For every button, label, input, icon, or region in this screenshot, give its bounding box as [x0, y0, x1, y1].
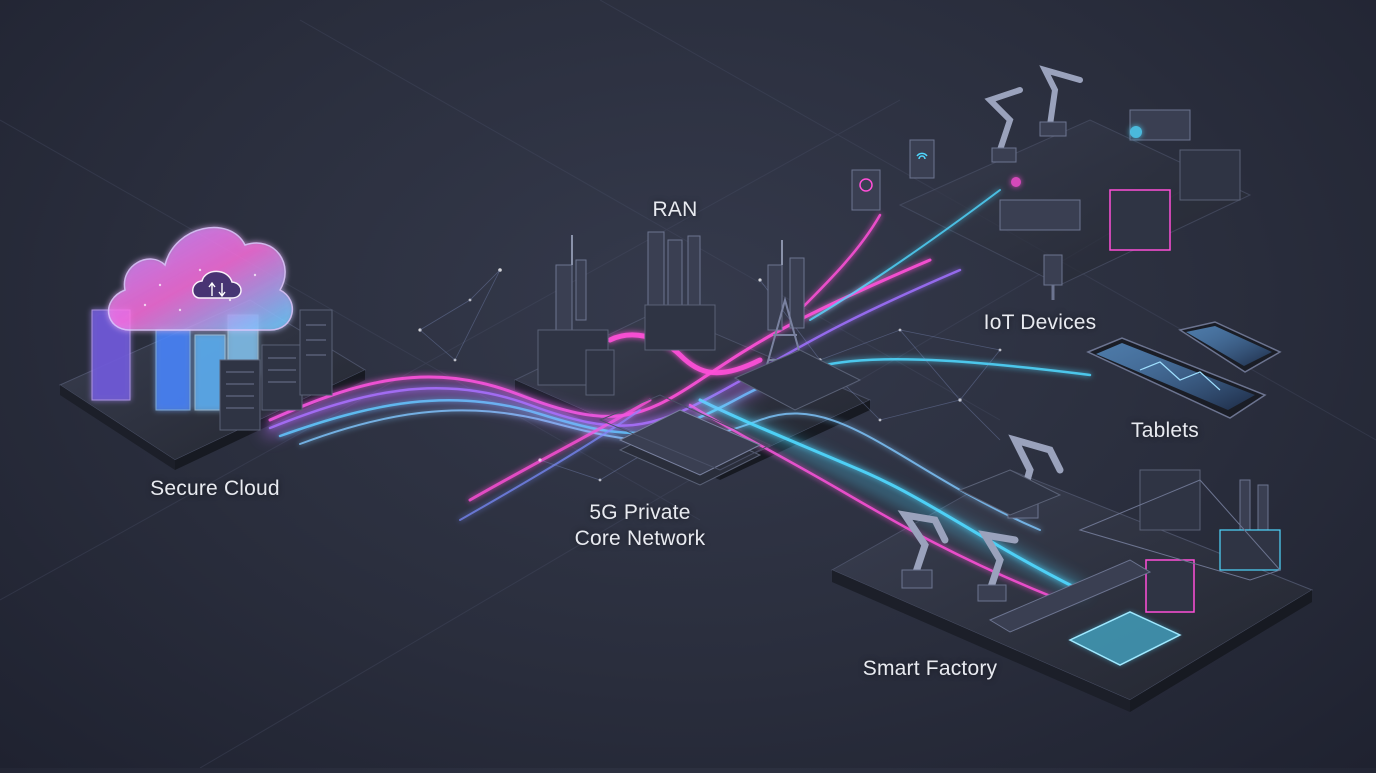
secure-cloud-label: Secure Cloud — [150, 477, 280, 500]
tablets-label: Tablets — [1131, 419, 1199, 442]
tablet-icon — [1086, 337, 1267, 419]
ran-towers — [537, 231, 862, 486]
ran-label: RAN — [652, 198, 698, 221]
robot-arm-icon — [1039, 65, 1083, 137]
robot-arm-icon — [897, 510, 949, 589]
robot-arm-icon — [977, 530, 1019, 602]
smart-factory-cluster — [897, 434, 1281, 666]
cell-tower-icon — [733, 240, 862, 411]
smart-factory-label: Smart Factory — [862, 657, 998, 680]
core-network-label: 5G Private Core Network — [560, 500, 720, 552]
tablets-cluster — [1086, 321, 1282, 419]
sensor-icon — [909, 139, 935, 179]
iot-devices-label: IoT Devices — [983, 311, 1097, 334]
iot-devices-cluster — [851, 65, 1241, 300]
secure-cloud-cluster — [91, 226, 333, 431]
robot-arm-icon — [984, 87, 1023, 163]
cell-tower-icon — [644, 231, 716, 351]
core-network-label-line1: 5G Private — [589, 501, 691, 524]
sensor-icon — [851, 169, 881, 211]
sensor-icon — [1043, 254, 1063, 300]
core-server-box — [598, 394, 772, 486]
mesh-particles — [418, 268, 1002, 482]
cell-tower-icon — [537, 235, 615, 396]
tablet-icon — [1178, 321, 1282, 373]
core-network-label-line2: Core Network — [574, 527, 706, 550]
cloud-upload-download-icon — [192, 270, 242, 299]
